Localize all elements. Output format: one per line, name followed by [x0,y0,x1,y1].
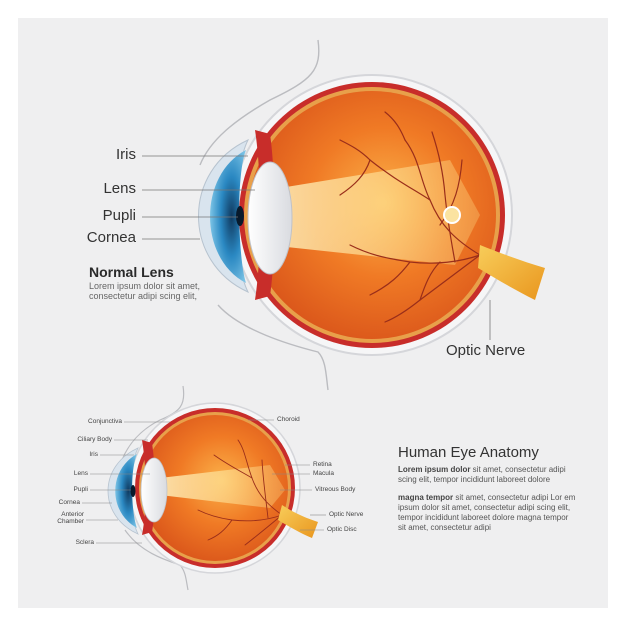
info-title: Human Eye Anatomy [398,444,539,461]
info-p2-bold: magna tempor [398,493,454,502]
label-ciliary-body: Ciliary Body [77,436,112,443]
large-iris [210,150,246,283]
caption-title: Normal Lens [89,264,174,280]
label-choroid: Choroid [277,416,300,423]
label-conjunctiva: Conjunctiva [88,418,122,425]
label-anterior: Anterior [61,511,84,518]
info-p2-text: sit amet, consectetur adipi Lor em ipsum… [398,493,576,532]
label-cornea: Cornea [86,229,136,246]
caption-line-1: Lorem ipsum dolor sit amet, [89,281,201,291]
large-lens [247,161,293,275]
label-optic-disc: Optic Disc [327,526,357,533]
label-small-optic-nerve: Optic Nerve [329,511,364,518]
large-blood-vessels [339,111,481,323]
small-blood-vessels [197,439,283,546]
info-p1-text: sit amet, consectetur adipi scing elit, … [398,465,566,484]
label-pupil: Pupli [102,207,136,224]
label-vitreous-body: Vitreous Body [315,486,356,493]
label-lens: Lens [103,180,136,197]
small-eye [82,385,326,591]
label-small-iris: Iris [89,451,98,458]
label-macula: Macula [313,470,334,477]
large-optic-nerve [478,245,545,300]
info-p1-bold: Lorem ipsum dolor [398,465,471,474]
label-iris: Iris [116,146,136,163]
label-small-pupil: Pupli [73,486,88,493]
label-small-cornea: Cornea [58,499,80,506]
label-sclera: Sclera [75,539,94,546]
label-optic-nerve: Optic Nerve [446,342,526,359]
label-chamber: Chamber [57,518,84,525]
info-paragraph-2: magna tempor sit amet, consectetur adipi… [398,493,578,533]
caption-line-2: consectetur adipi scing elit, [89,291,198,301]
label-small-lens: Lens [73,470,88,477]
label-retina: Retina [313,461,332,468]
info-paragraph-1: Lorem ipsum dolor sit amet, consectetur … [398,465,578,485]
large-eye [142,39,545,391]
